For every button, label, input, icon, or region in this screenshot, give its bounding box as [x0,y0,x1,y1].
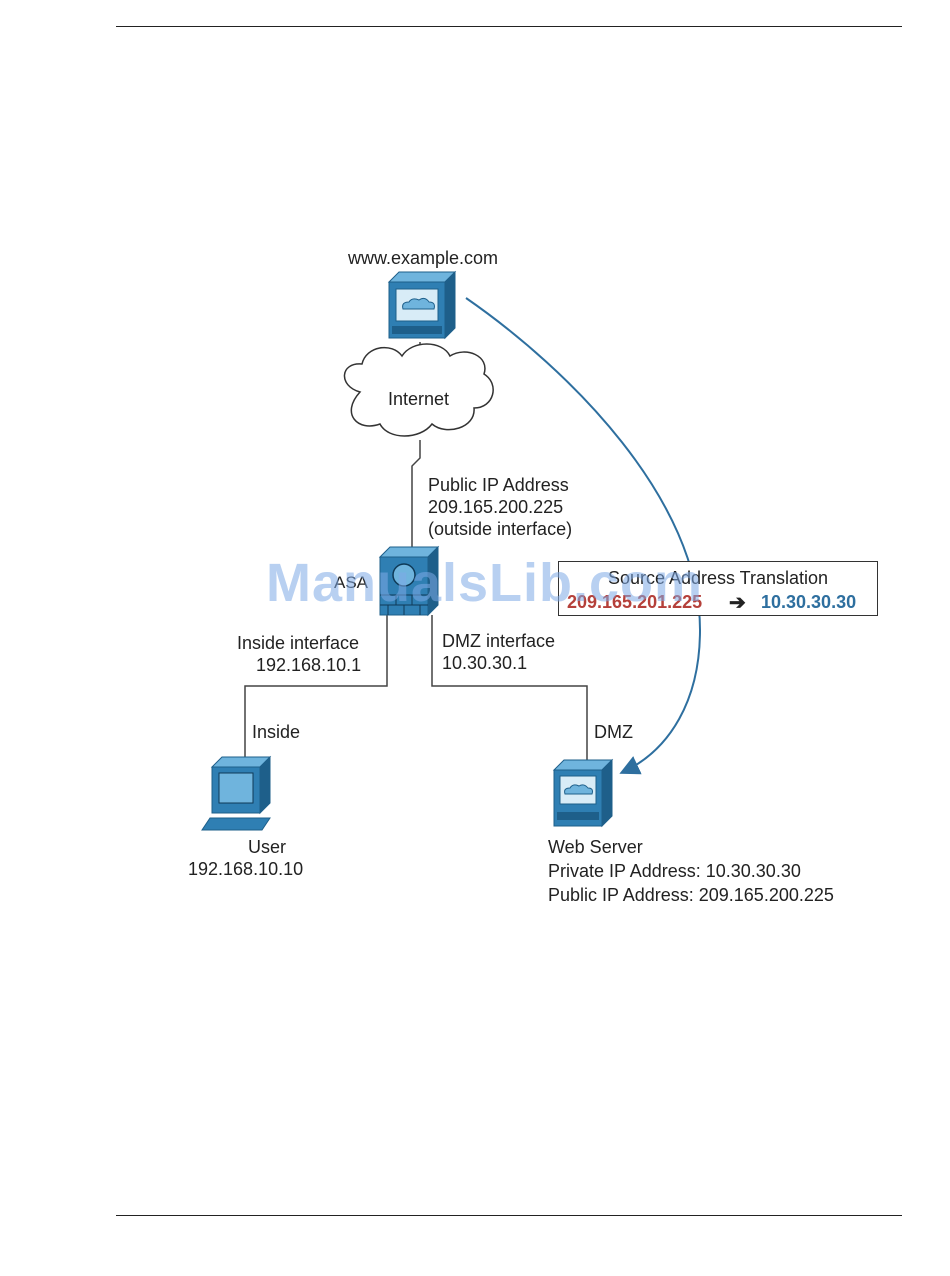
inside-segment-label: Inside [252,722,301,742]
dmz-segment-label: DMZ [594,722,633,742]
cloud-to-firewall-link [411,440,421,547]
nat-source-address: 209.165.201.225 [567,592,703,612]
dmz-interface-ip: 10.30.30.1 [442,653,528,673]
inside-interface-label: Inside interface [237,633,360,653]
internet-cloud-label: Internet [388,389,450,409]
outside-interface-note: (outside interface) [428,519,573,539]
outside-interface-label: Public IP Address [428,475,569,495]
firewall-icon [378,545,440,617]
watermark: ManualsLib.com [266,553,704,613]
internet-server-label: www.example.com [348,248,499,268]
nat-callout-box: Source Address Translation 209.165.201.2… [558,561,878,616]
web-server-private-ip: Private IP Address: 10.30.30.30 [548,861,801,881]
firewall-label: ASA [334,573,369,592]
outside-interface-ip: 209.165.200.225 [428,497,564,517]
user-workstation-icon [201,755,272,831]
web-server-icon [552,758,614,828]
inside-interface-ip: 192.168.10.1 [256,655,362,675]
user-label: User [248,837,287,857]
top-rule [116,26,902,27]
bottom-rule [116,1215,902,1216]
web-server-label: Web Server [548,837,643,857]
internet-cloud-icon [343,343,494,437]
right-arrow-icon: ➔ [729,592,746,614]
dmz-link [431,615,588,760]
nat-translated-address: 10.30.30.30 [761,592,857,612]
nat-title: Source Address Translation [607,568,829,588]
internet-server-icon [387,270,457,340]
inside-link [244,615,388,757]
user-ip: 192.168.10.10 [188,859,304,879]
dmz-interface-label: DMZ interface [442,631,556,651]
web-server-public-ip: Public IP Address: 209.165.200.225 [548,885,834,905]
